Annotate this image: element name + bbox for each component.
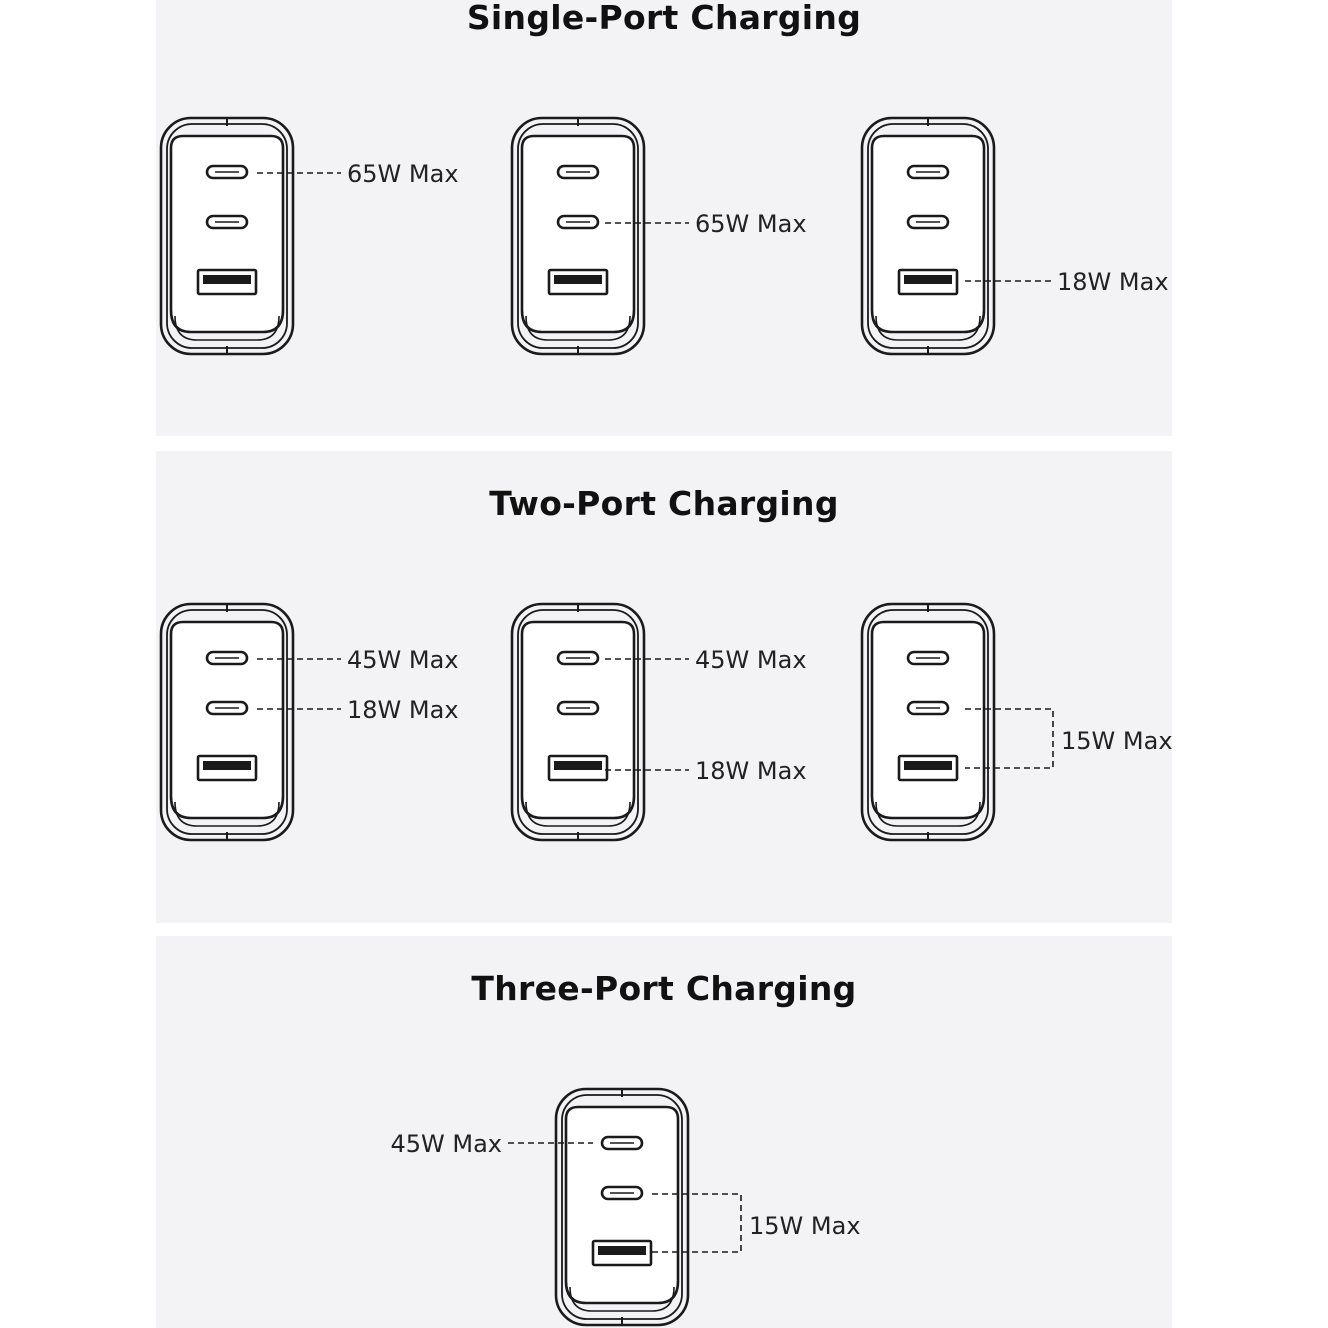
power-label: 65W Max xyxy=(347,160,459,188)
power-label: 15W Max xyxy=(1061,727,1173,755)
three-port-title: Three-Port Charging xyxy=(471,969,857,1008)
power-label: 45W Max xyxy=(347,646,459,674)
power-label: 18W Max xyxy=(695,757,807,785)
power-label: 18W Max xyxy=(347,696,459,724)
power-label: 45W Max xyxy=(390,1130,502,1158)
charger-1-1 xyxy=(159,116,295,356)
single-port-title: Single-Port Charging xyxy=(466,0,862,37)
bracket-line xyxy=(965,708,1054,769)
charger-2-1 xyxy=(159,602,295,842)
charger-3-1 xyxy=(554,1087,690,1327)
charger-1-3 xyxy=(860,116,996,356)
two-port-title: Two-Port Charging xyxy=(489,484,839,523)
power-label: 18W Max xyxy=(1057,268,1169,296)
two-port-panel: Two-Port Charging xyxy=(156,451,1172,923)
charger-2-2 xyxy=(510,602,646,842)
charger-1-2 xyxy=(510,116,646,356)
bracket-line xyxy=(652,1193,742,1253)
power-label: 15W Max xyxy=(749,1212,861,1240)
charger-2-3 xyxy=(860,602,996,842)
power-label: 65W Max xyxy=(695,210,807,238)
single-port-panel: Single-Port Charging xyxy=(156,0,1172,436)
power-label: 45W Max xyxy=(695,646,807,674)
